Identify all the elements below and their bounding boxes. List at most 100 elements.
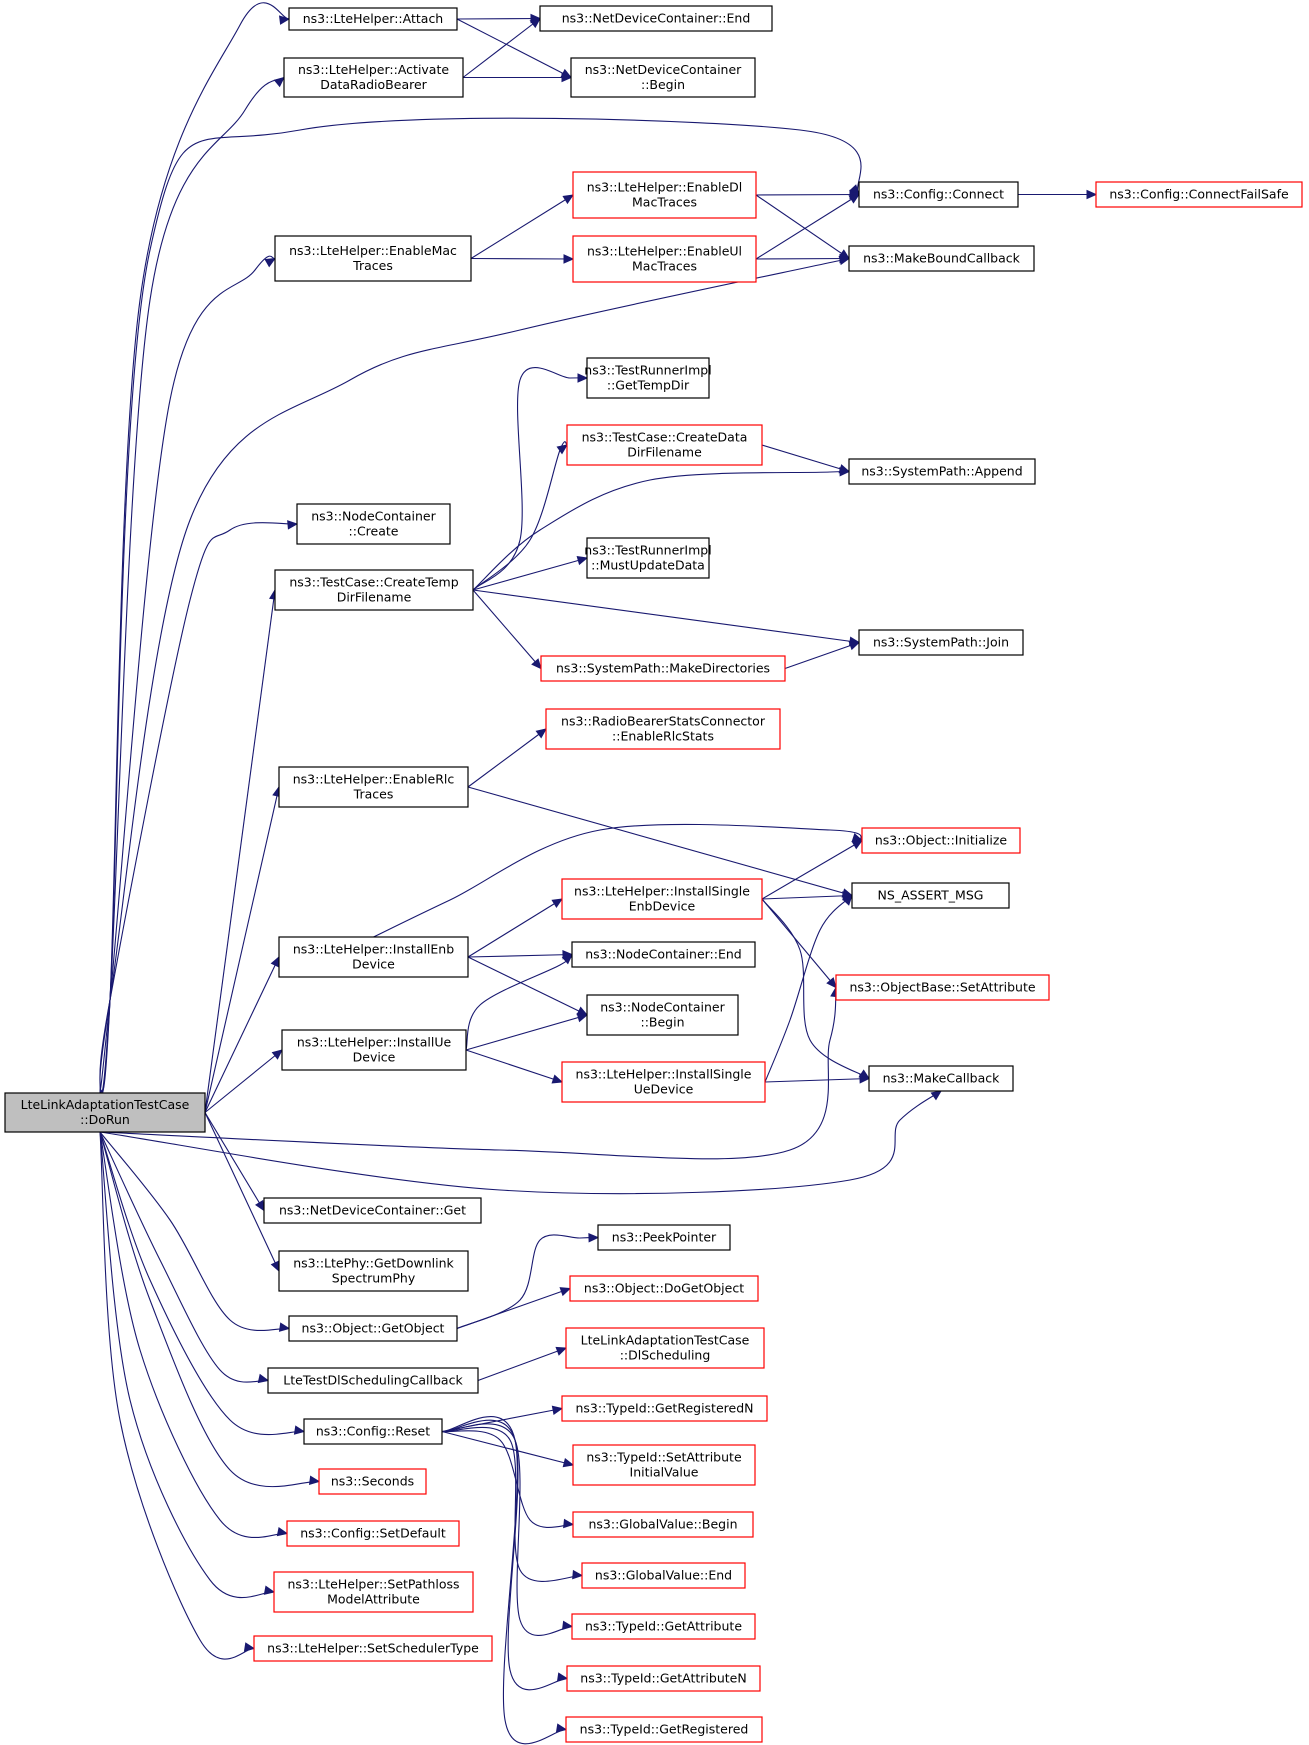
edge-line bbox=[755, 257, 850, 260]
node-cfg-connect[interactable]: ns3::Config::Connect bbox=[858, 181, 1019, 208]
node-box bbox=[868, 1065, 1014, 1092]
arrowhead-icon bbox=[576, 1013, 589, 1023]
node-label: ns3::GlobalValue::Begin bbox=[588, 1517, 737, 1532]
node-root[interactable]: LteLinkAdaptationTestCase::DoRun bbox=[4, 1092, 206, 1133]
edge-line bbox=[99, 1131, 255, 1660]
node-label: ::MustUpdateData bbox=[591, 558, 705, 573]
edge-cfg_reset-to-gv_begin bbox=[441, 1430, 575, 1529]
edge-line bbox=[204, 589, 276, 1113]
nodes-layer: LteLinkAdaptationTestCase::DoRunns3::Lte… bbox=[4, 5, 1303, 1743]
node-attach[interactable]: ns3::LteHelper::Attach bbox=[288, 7, 458, 31]
node-box bbox=[565, 1716, 763, 1743]
edge-line bbox=[373, 823, 863, 938]
node-nc-create[interactable]: ns3::NodeContainer::Create bbox=[296, 503, 451, 545]
node-ltetest-dlcb[interactable]: LteTestDlSchedulingCallback bbox=[267, 1367, 479, 1394]
node-nc-end[interactable]: ns3::NodeContainer::End bbox=[571, 941, 756, 968]
node-box bbox=[267, 1367, 479, 1394]
node-label: ::Begin bbox=[641, 77, 685, 92]
edge-tc_createtemp-to-tc_createdata bbox=[472, 441, 569, 591]
node-obj-init[interactable]: ns3::Object::Initialize bbox=[861, 827, 1021, 854]
edge-line bbox=[99, 1131, 290, 1332]
edge-root-to-tc_createtemp bbox=[204, 588, 279, 1113]
edge-install_single_enb-to-obj_init bbox=[761, 839, 864, 900]
edge-tc_createtemp-to-sp_makedirs bbox=[472, 589, 542, 670]
node-tr-mustupdate[interactable]: ns3::TestRunnerImpl::MustUpdateData bbox=[584, 537, 712, 579]
node-tid-getattrn[interactable]: ns3::TypeId::GetAttributeN bbox=[566, 1665, 761, 1692]
node-ns-assert[interactable]: NS_ASSERT_MSG bbox=[851, 882, 1010, 909]
edge-line bbox=[764, 895, 853, 1083]
node-label: LteLinkAdaptationTestCase bbox=[581, 1333, 750, 1348]
node-rbsc-enable[interactable]: ns3::RadioBearerStatsConnector::EnableRl… bbox=[545, 708, 781, 750]
node-sp-append[interactable]: ns3::SystemPath::Append bbox=[848, 458, 1036, 485]
node-obj-dogetobj[interactable]: ns3::Object::DoGetObject bbox=[569, 1275, 759, 1302]
node-seconds[interactable]: ns3::Seconds bbox=[318, 1468, 427, 1495]
node-box bbox=[278, 1250, 469, 1292]
node-tid-getattr[interactable]: ns3::TypeId::GetAttribute bbox=[571, 1613, 756, 1640]
edge-install_single_enb-to-ob_setattr bbox=[761, 898, 837, 989]
node-cfg-reset[interactable]: ns3::Config::Reset bbox=[303, 1418, 443, 1445]
edge-line bbox=[761, 444, 850, 473]
node-box bbox=[278, 936, 469, 978]
node-gv-end[interactable]: ns3::GlobalValue::End bbox=[581, 1562, 746, 1589]
node-label: ns3::LteHelper::Activate bbox=[298, 62, 449, 77]
node-cfg-connectfs[interactable]: ns3::Config::ConnectFailSafe bbox=[1095, 181, 1303, 208]
edge-line bbox=[204, 1112, 280, 1272]
edge-line bbox=[99, 255, 276, 1094]
node-lh-setsched[interactable]: ns3::LteHelper::SetSchedulerType bbox=[253, 1635, 493, 1662]
node-ob-setattr[interactable]: ns3::ObjectBase::SetAttribute bbox=[835, 974, 1050, 1001]
node-tr-gettemp[interactable]: ns3::TestRunnerImpl::GetTempDir bbox=[584, 357, 712, 399]
node-tid-getreg[interactable]: ns3::TypeId::GetRegistered bbox=[565, 1716, 763, 1743]
node-label: ns3::LteHelper::InstallSingle bbox=[574, 884, 750, 899]
arrowhead-icon bbox=[551, 1405, 564, 1415]
node-label: LteLinkAdaptationTestCase bbox=[21, 1097, 190, 1112]
node-label: ns3::TestRunnerImpl bbox=[584, 363, 711, 378]
node-sp-makedirs[interactable]: ns3::SystemPath::MakeDirectories bbox=[540, 655, 786, 682]
node-box bbox=[848, 458, 1036, 485]
node-ndc-end[interactable]: ns3::NetDeviceContainer::End bbox=[539, 5, 773, 32]
edge-obj_getobj-to-obj_dogetobj bbox=[456, 1287, 572, 1330]
node-lh-setpathloss[interactable]: ns3::LteHelper::SetPathlossModelAttribut… bbox=[273, 1571, 474, 1613]
node-label: ns3::SystemPath::Append bbox=[861, 464, 1022, 479]
node-label: ns3::LteHelper::EnableRlc bbox=[293, 772, 455, 787]
node-label: ns3::LteHelper::SetPathloss bbox=[287, 1577, 459, 1592]
node-box bbox=[545, 708, 781, 750]
node-make-cb[interactable]: ns3::MakeCallback bbox=[868, 1065, 1014, 1092]
node-box bbox=[296, 503, 451, 545]
node-label: ns3::RadioBearerStatsConnector bbox=[561, 714, 766, 729]
edge-attach-to-ndc_end bbox=[456, 13, 542, 24]
node-lla-dlsched[interactable]: LteLinkAdaptationTestCase::DlScheduling bbox=[565, 1327, 765, 1369]
node-box bbox=[586, 357, 710, 399]
node-sp-join[interactable]: ns3::SystemPath::Join bbox=[858, 629, 1024, 656]
arrowhead-icon bbox=[556, 1672, 569, 1682]
node-nc-begin[interactable]: ns3::NodeContainer::Begin bbox=[586, 994, 739, 1036]
edge-root-to-ndc_get bbox=[204, 1112, 265, 1212]
node-cfg-setdefault[interactable]: ns3::Config::SetDefault bbox=[286, 1520, 460, 1547]
node-label: DirFilename bbox=[337, 590, 412, 605]
edge-line bbox=[456, 17, 541, 20]
edge-line bbox=[204, 1049, 283, 1113]
node-ndc-get[interactable]: ns3::NetDeviceContainer::Get bbox=[263, 1197, 482, 1224]
node-tid-getregn[interactable]: ns3::TypeId::GetRegisteredN bbox=[561, 1395, 768, 1422]
node-ndc-begin[interactable]: ns3::NetDeviceContainer::Begin bbox=[570, 57, 756, 98]
node-peek[interactable]: ns3::PeekPointer bbox=[597, 1224, 731, 1251]
node-box bbox=[278, 766, 469, 808]
node-box bbox=[263, 1197, 482, 1224]
node-gv-begin[interactable]: ns3::GlobalValue::Begin bbox=[572, 1511, 754, 1538]
node-obj-getobj[interactable]: ns3::Object::GetObject bbox=[288, 1315, 458, 1342]
node-make-bound[interactable]: ns3::MakeBoundCallback bbox=[848, 245, 1035, 272]
edge-line bbox=[204, 956, 280, 1113]
node-box bbox=[581, 1562, 746, 1589]
